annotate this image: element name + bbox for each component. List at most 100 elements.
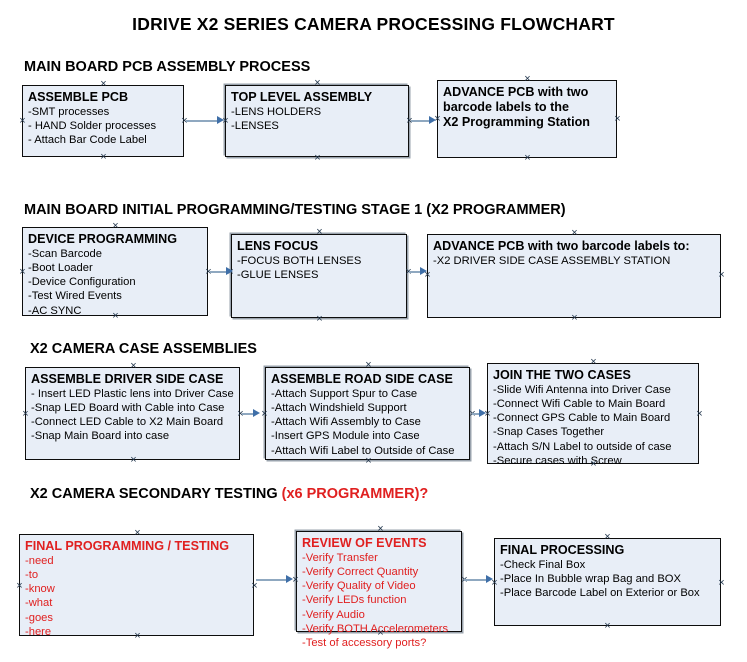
node-line: -SMT processes bbox=[28, 106, 110, 119]
node-title: JOIN THE TWO CASES bbox=[493, 368, 631, 382]
node-body: LENS FOCUS -FOCUS BOTH LENSES -GLUE LENS… bbox=[237, 239, 404, 282]
node-line: -Connect GPS Cable to Main Board bbox=[493, 412, 671, 425]
resize-handle-top[interactable] bbox=[99, 80, 108, 89]
node-review-of-events[interactable]: REVIEW OF EVENTS -Verify Transfer -Verif… bbox=[296, 531, 462, 649]
connector-device-programming-to-lens-focus bbox=[210, 271, 228, 273]
node-assemble-road-side-case[interactable]: ASSEMBLE ROAD SIDE CASE -Attach Support … bbox=[265, 367, 470, 460]
node-body: ADVANCE PCB with two barcode labels to t… bbox=[443, 85, 614, 130]
node-line: -Attach S/N Label to outside of case bbox=[493, 440, 672, 453]
resize-handle-bottom[interactable] bbox=[99, 153, 108, 162]
node-line: -Device Configuration bbox=[28, 276, 136, 289]
node-title: FINAL PROCESSING bbox=[500, 543, 625, 557]
node-body: ASSEMBLE ROAD SIDE CASE -Attach Support … bbox=[271, 372, 467, 458]
connector-arrow-icon bbox=[226, 267, 233, 275]
connector-road-case-to-join-cases bbox=[472, 413, 482, 415]
node-title: TOP LEVEL ASSEMBLY bbox=[231, 90, 373, 104]
resize-handle-left[interactable] bbox=[260, 410, 269, 419]
node-line: -Verify Audio bbox=[302, 608, 365, 621]
connector-arrow-icon bbox=[253, 409, 260, 417]
resize-handle-left[interactable] bbox=[15, 582, 24, 591]
resize-handle-right[interactable] bbox=[250, 582, 259, 591]
resize-handle-top[interactable] bbox=[570, 229, 579, 238]
node-line: -Boot Loader bbox=[28, 262, 93, 275]
node-line: -Place In Bubble wrap Bag and BOX bbox=[500, 573, 681, 586]
resize-handle-bottom[interactable] bbox=[111, 312, 120, 321]
node-join-the-two-cases[interactable]: JOIN THE TWO CASES -Slide Wifi Antenna i… bbox=[487, 363, 699, 467]
node-line: -Attach Support Spur to Case bbox=[271, 388, 418, 401]
node-title: ASSEMBLE DRIVER SIDE CASE bbox=[31, 372, 224, 386]
node-final-programming-testing[interactable]: FINAL PROGRAMMING / TESTING -need -to -k… bbox=[19, 534, 254, 638]
node-line: barcode labels to the bbox=[443, 100, 569, 115]
resize-handle-left[interactable] bbox=[21, 410, 30, 419]
connector-arrow-icon bbox=[217, 116, 224, 124]
node-top-level-assembly[interactable]: TOP LEVEL ASSEMBLY -LENS HOLDERS -LENSES bbox=[225, 85, 409, 157]
node-title: LENS FOCUS bbox=[237, 239, 319, 253]
node-line: - HAND Solder processes bbox=[28, 120, 157, 133]
resize-handle-right[interactable] bbox=[613, 115, 622, 124]
node-assemble-pcb[interactable]: ASSEMBLE PCB -SMT processes - HAND Solde… bbox=[22, 85, 184, 157]
node-line: -here bbox=[25, 625, 52, 638]
resize-handle-bottom[interactable] bbox=[570, 314, 579, 323]
resize-handle-bottom[interactable] bbox=[313, 154, 322, 163]
node-advance-pcb-to-x2-programming-station[interactable]: ADVANCE PCB with two barcode labels to t… bbox=[437, 80, 617, 158]
node-title: ASSEMBLE PCB bbox=[28, 90, 129, 104]
resize-handle-top[interactable] bbox=[133, 529, 142, 538]
resize-handle-top[interactable] bbox=[603, 533, 612, 542]
node-advance-pcb-to-driver-side-case-station[interactable]: ADVANCE PCB with two barcode labels to: … bbox=[427, 234, 721, 318]
resize-handle-top[interactable] bbox=[315, 228, 324, 237]
node-line: -Attach Wifi Label to Outside of Case bbox=[271, 444, 455, 457]
resize-handle-bottom[interactable] bbox=[364, 457, 373, 466]
node-line: -to bbox=[25, 569, 39, 582]
node-line: - Attach Bar Code Label bbox=[28, 134, 147, 147]
resize-handle-left[interactable] bbox=[18, 268, 27, 277]
section-heading-x2-camera-case-assemblies: X2 CAMERA CASE ASSEMBLIES bbox=[30, 341, 257, 357]
node-line: -GLUE LENSES bbox=[237, 269, 319, 282]
node-device-programming[interactable]: DEVICE PROGRAMMING -Scan Barcode -Boot L… bbox=[22, 227, 208, 317]
resize-handle-bottom[interactable] bbox=[129, 456, 138, 465]
connector-final-programming-to-review-of-events bbox=[256, 579, 288, 581]
node-title: FINAL PROGRAMMING / TESTING bbox=[25, 539, 230, 553]
node-line: -LENS HOLDERS bbox=[231, 106, 322, 119]
node-body: JOIN THE TWO CASES -Slide Wifi Antenna i… bbox=[493, 368, 696, 468]
node-line: -Verify Correct Quantity bbox=[302, 566, 419, 579]
node-assemble-driver-side-case[interactable]: ASSEMBLE DRIVER SIDE CASE - Insert LED P… bbox=[25, 367, 240, 460]
resize-handle-top[interactable] bbox=[313, 79, 322, 88]
node-line: -Verify Transfer bbox=[302, 552, 378, 565]
resize-handle-top[interactable] bbox=[523, 75, 532, 84]
resize-handle-right[interactable] bbox=[695, 410, 704, 419]
connector-arrow-icon bbox=[420, 267, 427, 275]
node-line: -Scan Barcode bbox=[28, 248, 103, 261]
node-line: -Check Final Box bbox=[500, 559, 586, 572]
section-heading-text: MAIN BOARD PCB ASSEMBLY PROCESS bbox=[24, 59, 311, 75]
resize-handle-right[interactable] bbox=[717, 271, 726, 280]
node-line: -goes bbox=[25, 611, 53, 624]
resize-handle-top[interactable] bbox=[129, 362, 138, 371]
node-line: -X2 DRIVER SIDE CASE ASSEMBLY STATION bbox=[433, 255, 671, 268]
section-heading-text: X2 CAMERA SECONDARY TESTING bbox=[30, 486, 282, 502]
resize-handle-bottom[interactable] bbox=[133, 632, 142, 641]
resize-handle-right[interactable] bbox=[717, 579, 726, 588]
section-heading-text: X2 CAMERA CASE ASSEMBLIES bbox=[30, 341, 257, 357]
node-line: -LENSES bbox=[231, 120, 279, 133]
node-line: -need bbox=[25, 555, 54, 568]
resize-handle-top[interactable] bbox=[364, 361, 373, 370]
resize-handle-bottom[interactable] bbox=[523, 154, 532, 163]
node-body: FINAL PROCESSING -Check Final Box -Place… bbox=[500, 543, 718, 600]
resize-handle-top[interactable] bbox=[376, 525, 385, 534]
node-title: DEVICE PROGRAMMING bbox=[28, 232, 178, 246]
section-heading-accent: (x6 PROGRAMMER)? bbox=[281, 486, 429, 502]
resize-handle-bottom[interactable] bbox=[603, 622, 612, 631]
node-line: - Insert LED Plastic lens into Driver Ca… bbox=[31, 388, 234, 401]
resize-handle-top[interactable] bbox=[111, 222, 120, 231]
node-line: -Snap Main Board into case bbox=[31, 430, 170, 443]
node-lens-focus[interactable]: LENS FOCUS -FOCUS BOTH LENSES -GLUE LENS… bbox=[231, 234, 407, 318]
resize-handle-bottom[interactable] bbox=[589, 460, 598, 469]
resize-handle-top[interactable] bbox=[589, 358, 598, 367]
resize-handle-left[interactable] bbox=[18, 117, 27, 126]
node-line: -Insert GPS Module into Case bbox=[271, 430, 420, 443]
resize-handle-bottom[interactable] bbox=[315, 315, 324, 324]
connector-arrow-icon bbox=[486, 575, 493, 583]
node-final-processing[interactable]: FINAL PROCESSING -Check Final Box -Place… bbox=[494, 538, 721, 626]
resize-handle-bottom[interactable] bbox=[376, 629, 385, 638]
